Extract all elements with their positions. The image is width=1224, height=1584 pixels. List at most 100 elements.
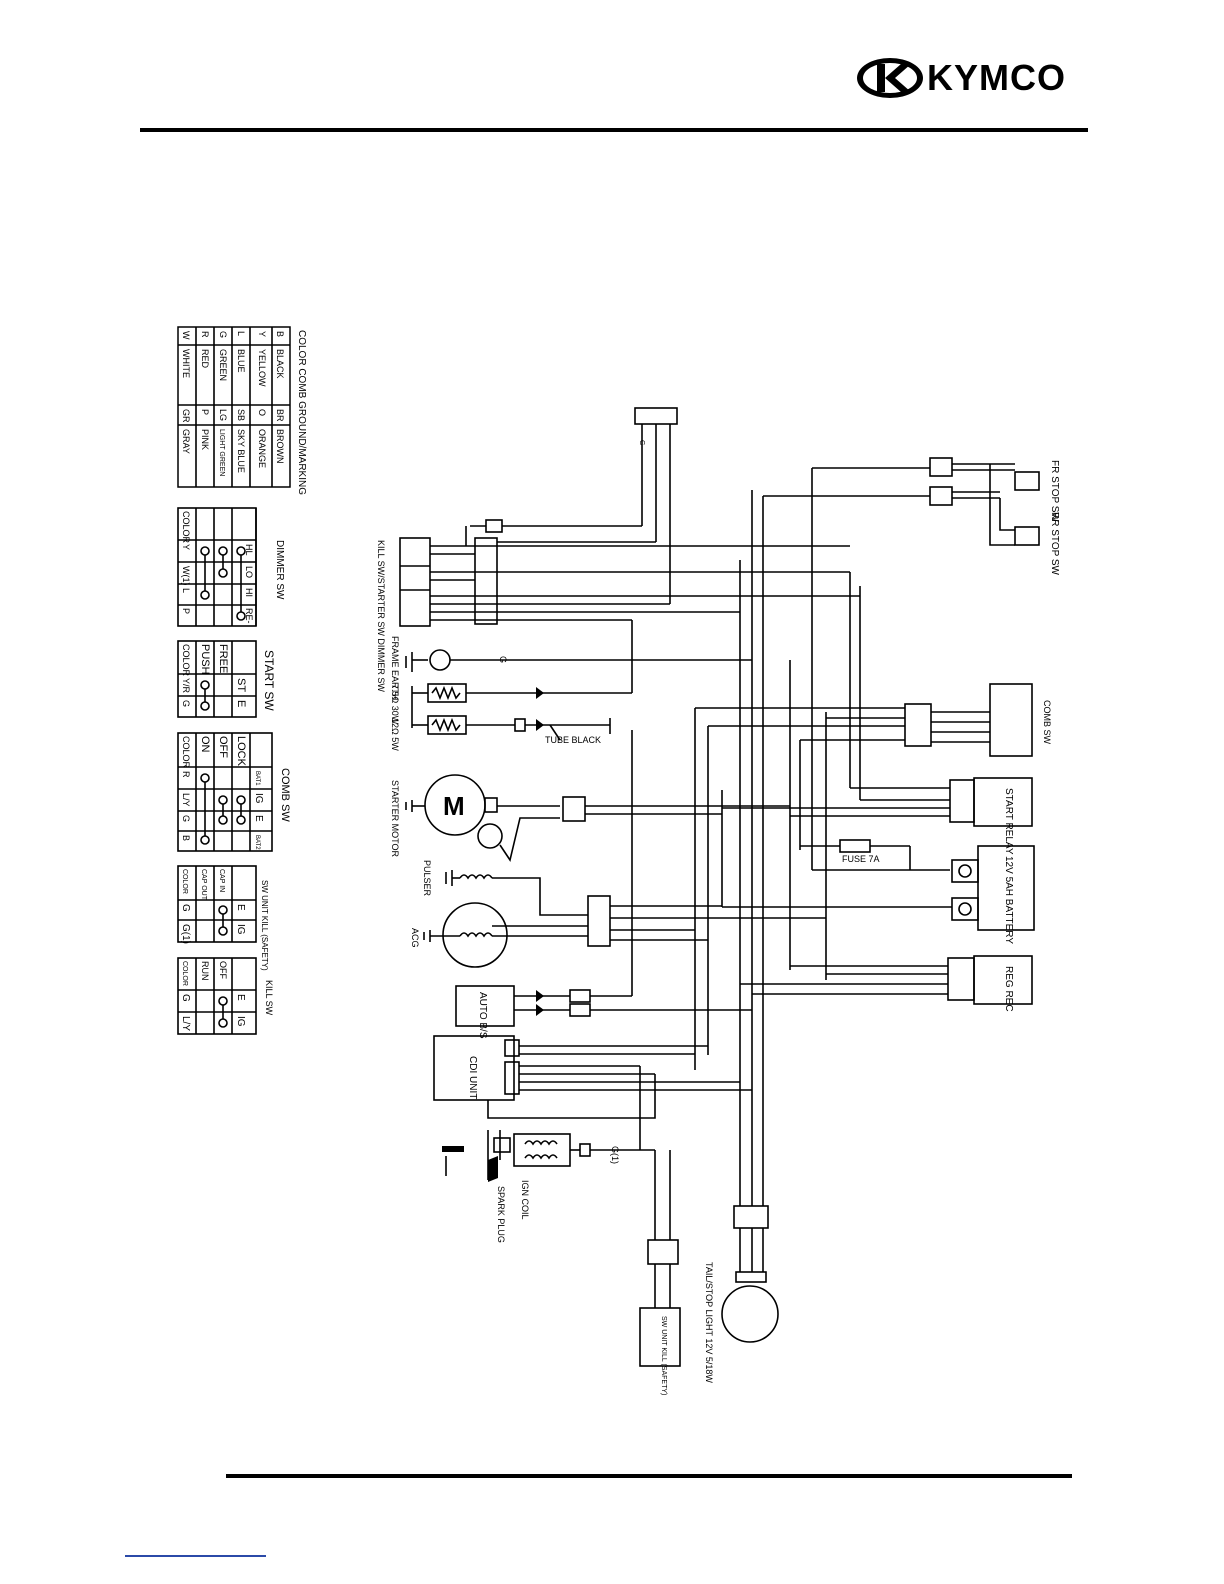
swu-row: CAP OUT: [200, 869, 207, 901]
kill-sw-title: KILL SW: [264, 980, 274, 1016]
swu-header: IG: [235, 924, 246, 935]
resistor-12-label: 12Ω 5W: [390, 718, 400, 751]
kill-starter-dimmer-label: KILL SW/STARTER SW DIMMER SW: [376, 540, 386, 692]
start-row: FREE: [217, 644, 229, 673]
color-cell: R: [200, 331, 210, 338]
color-cell: RED: [200, 349, 210, 369]
motor-symbol: M: [443, 791, 465, 821]
kymco-logo-mark-icon: [857, 58, 923, 98]
comb-color: L/Y: [181, 793, 191, 807]
battery-label: 12V 5AH BATTERY: [1003, 856, 1014, 944]
wire-label-ign: G(1): [610, 1146, 620, 1164]
comb-sw-table: [177, 732, 273, 852]
kill-row: RUN: [200, 961, 210, 981]
diagram-fills: [442, 687, 544, 1182]
dimmer-header: HI: [244, 588, 254, 597]
swu-color: G(1): [180, 924, 191, 944]
kill-row: OFF: [218, 961, 228, 979]
acg-label: ACG: [410, 928, 420, 948]
kill-header: E: [235, 994, 246, 1001]
reg-rec-label: REG REC: [1003, 966, 1014, 1012]
ign-coil-label: IGN COIL: [520, 1180, 530, 1220]
color-cell: YELLOW: [257, 349, 267, 387]
kill-color: L/Y: [180, 1016, 191, 1031]
start-row: PUSH: [199, 644, 211, 675]
comb-sw-label: COMB SW: [1042, 700, 1052, 745]
auto-bs-label: AUTO B/S: [477, 992, 488, 1039]
comb-row: LOCK: [235, 736, 247, 767]
comb-header: BAT1: [254, 771, 260, 786]
start-sw-title: START SW: [262, 650, 276, 711]
kill-header: IG: [235, 1016, 246, 1027]
comb-color: B: [181, 835, 191, 841]
start-color: COLOR: [181, 644, 191, 677]
color-cell: P: [200, 409, 210, 415]
resistor-7-5-label: 7.5Ω 30W: [390, 684, 400, 725]
comb-row: ON: [199, 736, 211, 753]
color-cell: Y: [257, 331, 267, 337]
comb-sw-title: COMB SW: [279, 768, 291, 822]
color-cell: LIGHT GREEN: [218, 429, 225, 476]
color-cell: L: [236, 331, 246, 336]
color-cell: GREEN: [218, 349, 228, 381]
color-cell: W: [181, 331, 191, 340]
start-color: G: [181, 700, 191, 707]
color-table-title: COLOR COMB GROUND/MARKING: [296, 330, 307, 495]
color-table: [177, 326, 291, 488]
color-cell: ORANGE: [257, 429, 267, 468]
sw-unit-kill-title: SW UNIT KILL (SAFETY): [260, 880, 269, 971]
kill-color: COLOR: [181, 961, 188, 986]
tail-stop-label: TAIL/STOP LIGHT 12V 5/18W: [704, 1262, 714, 1383]
color-cell: G: [218, 331, 228, 338]
swu-header: E: [235, 904, 246, 911]
color-cell: BR: [275, 409, 285, 422]
color-cell: PINK: [200, 429, 210, 450]
dimmer-sw-table: [177, 507, 257, 627]
dimmer-color: Y: [181, 544, 191, 550]
comb-header: IG: [253, 793, 264, 804]
dimmer-sw-title: DIMMER SW: [274, 540, 285, 600]
dimmer-header: HL: [244, 544, 254, 556]
kill-sw-cells: E IG OFF RUN COLOR G L/Y: [180, 961, 246, 1031]
kymco-logo: KYMCO: [855, 54, 1095, 104]
color-cell: BLACK: [275, 349, 285, 379]
spark-plug-label: SPARK PLUG: [496, 1186, 506, 1243]
harness-wires: [399, 407, 1040, 1367]
color-cell: GR: [181, 409, 191, 423]
diagram-labels: COLOR COMB GROUND/MARKING BBLACKBRBROWNY…: [180, 330, 1060, 1395]
color-cell: BLUE: [236, 349, 246, 373]
dimmer-color: W(1): [181, 566, 191, 586]
start-relay-label: START RELAY: [1003, 788, 1014, 855]
swu-color: COLOR: [181, 869, 188, 894]
color-cell: GRAY: [181, 429, 191, 454]
pulser-label: PULSER: [422, 860, 432, 897]
comb-color: COLOR: [181, 736, 191, 769]
fuse-label: FUSE 7A: [842, 854, 880, 864]
dimmer-header: LO: [244, 566, 254, 578]
color-cell: O: [257, 409, 267, 416]
kill-color: G: [180, 994, 191, 1002]
kill-sw-table: [177, 957, 257, 1035]
start-color: Y/R: [181, 678, 191, 694]
footer-link-rule: [125, 1555, 266, 1557]
sw-unit-kill-table: [177, 865, 257, 943]
comb-row: OFF: [217, 736, 229, 758]
comb-color: G: [181, 815, 191, 822]
comb-color: R: [181, 771, 191, 778]
frame-earth-label: FRAME EARTH: [390, 636, 400, 700]
color-cell: WHITE: [181, 349, 191, 378]
color-cell: SKY BLUE: [236, 429, 246, 473]
dimmer-color: COLOR: [181, 511, 191, 544]
color-cell: LG: [218, 409, 228, 421]
kymco-logo-text: KYMCO: [927, 57, 1066, 98]
tube-black-label: TUBE BLACK: [545, 735, 601, 745]
wire-label-top-connector: G: [638, 440, 645, 445]
starter-motor-label: STARTER MOTOR: [390, 780, 400, 858]
cdi-unit-label: CDI UNIT: [467, 1056, 478, 1099]
fr-stop-sw-label: FR STOP SW: [1049, 460, 1060, 522]
